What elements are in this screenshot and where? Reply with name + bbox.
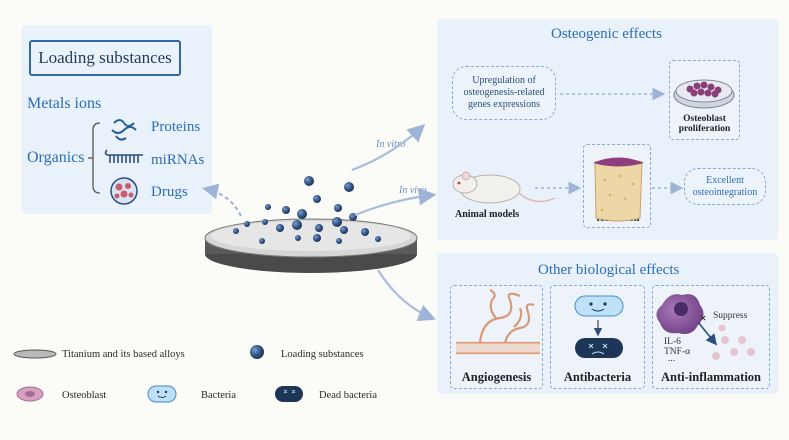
legend-bacteria-icon [147, 385, 177, 403]
loading-sphere [244, 221, 250, 227]
effects-arrow [377, 269, 437, 322]
loading-sphere [259, 238, 265, 244]
mirna-icon [104, 149, 143, 163]
osteogenic-effects-title: Osteogenic effects [551, 26, 662, 42]
petri-dish-icon [673, 79, 735, 109]
bacteria-icon [574, 295, 624, 317]
legend-titanium-label: Titanium and its based alloys [62, 349, 185, 360]
upregulation-line-2: osteogenesis-related [463, 87, 545, 98]
in-vitro-arrow [351, 123, 426, 172]
angiogenesis-label: Angiogenesis [461, 370, 532, 384]
loading-sphere [265, 204, 271, 210]
loading-substances-title: Loading substances [29, 40, 181, 76]
organics-bracket [92, 122, 101, 194]
macrophage-icon [656, 294, 704, 334]
metals-ions-label: Metals ions [27, 95, 102, 112]
cytokines [712, 324, 755, 360]
legend-bacteria-label: Bacteria [201, 390, 236, 401]
drugs-label: Drugs [151, 184, 188, 200]
loading-spheres [233, 176, 381, 244]
in-vitro-label: In vitro [376, 139, 406, 150]
animal-models-label: Animal models [455, 209, 520, 220]
legend-dead-bacteria-label: Dead bacteria [319, 390, 378, 401]
loading-sphere [340, 226, 348, 234]
loading-sphere [334, 204, 342, 212]
loading-sphere [313, 234, 321, 242]
antibacteria-label: Antibacteria [563, 370, 632, 384]
loading-sphere [315, 224, 323, 232]
loading-sphere [344, 182, 354, 192]
il6-label: IL-6 [664, 337, 681, 347]
legend-dead-bacteria-icon [275, 386, 303, 402]
in-vivo-label: In vivo [399, 185, 427, 196]
release-arrow [202, 183, 242, 217]
osteoblast-proliferation-line-1: Osteoblast [683, 114, 726, 124]
tnf-label: TNF-α [664, 347, 691, 357]
organics-label: Organics [27, 149, 85, 166]
loading-sphere [282, 206, 290, 214]
titanium-plate [204, 218, 418, 273]
loading-sphere [292, 220, 302, 230]
in-vivo-arrow [354, 187, 437, 217]
osteointegration-line-2: osteointegration [692, 186, 758, 198]
legend-loading-label: Loading substances [281, 349, 364, 360]
loading-sphere [361, 228, 369, 236]
loading-sphere [313, 195, 321, 203]
suppress-label: Suppress [713, 311, 748, 321]
loading-sphere [375, 236, 381, 242]
loading-sphere [233, 228, 239, 234]
loading-sphere [276, 224, 284, 232]
legend-sphere-icon [250, 345, 264, 359]
osteointegration-box: Excellent osteointegration [684, 168, 766, 205]
drug-icon [110, 177, 138, 205]
loading-sphere [295, 235, 301, 241]
osteoblast-proliferation-line-2: proliferation [678, 124, 731, 134]
loading-substances-title-text: Loading substances [38, 48, 172, 67]
upregulation-line-3: genes expressions [468, 99, 540, 110]
angiogenesis-box [450, 285, 543, 389]
proteins-label: Proteins [151, 119, 201, 135]
other-effects-title: Other biological effects [538, 262, 680, 278]
dead-bacteria-icon [575, 338, 623, 358]
loading-sphere [332, 217, 342, 227]
osteointegration-line-1: Excellent [706, 174, 744, 186]
anti-inflammation-label: Anti-inflammation [661, 370, 761, 384]
protein-icon [111, 119, 137, 141]
ellipsis-label: ... [668, 354, 676, 364]
legend-osteoblast-label: Osteoblast [62, 390, 107, 401]
suppress-arrow [697, 321, 718, 346]
upregulation-line-1: Upregulation of [472, 75, 536, 86]
osteoblast-proliferation-label: Osteoblast proliferation [671, 114, 738, 134]
loading-sphere [304, 176, 314, 186]
legend-osteoblast-icon [16, 386, 44, 402]
loading-sphere [262, 219, 268, 225]
mouse-icon [452, 171, 556, 204]
loading-sphere [336, 238, 342, 244]
upregulation-box: Upregulation of osteogenesis-related gen… [452, 66, 556, 120]
mirnas-label: miRNAs [151, 152, 205, 168]
loading-sphere [297, 209, 307, 219]
bone-icon [593, 157, 644, 222]
legend-titanium-icon [13, 349, 57, 359]
